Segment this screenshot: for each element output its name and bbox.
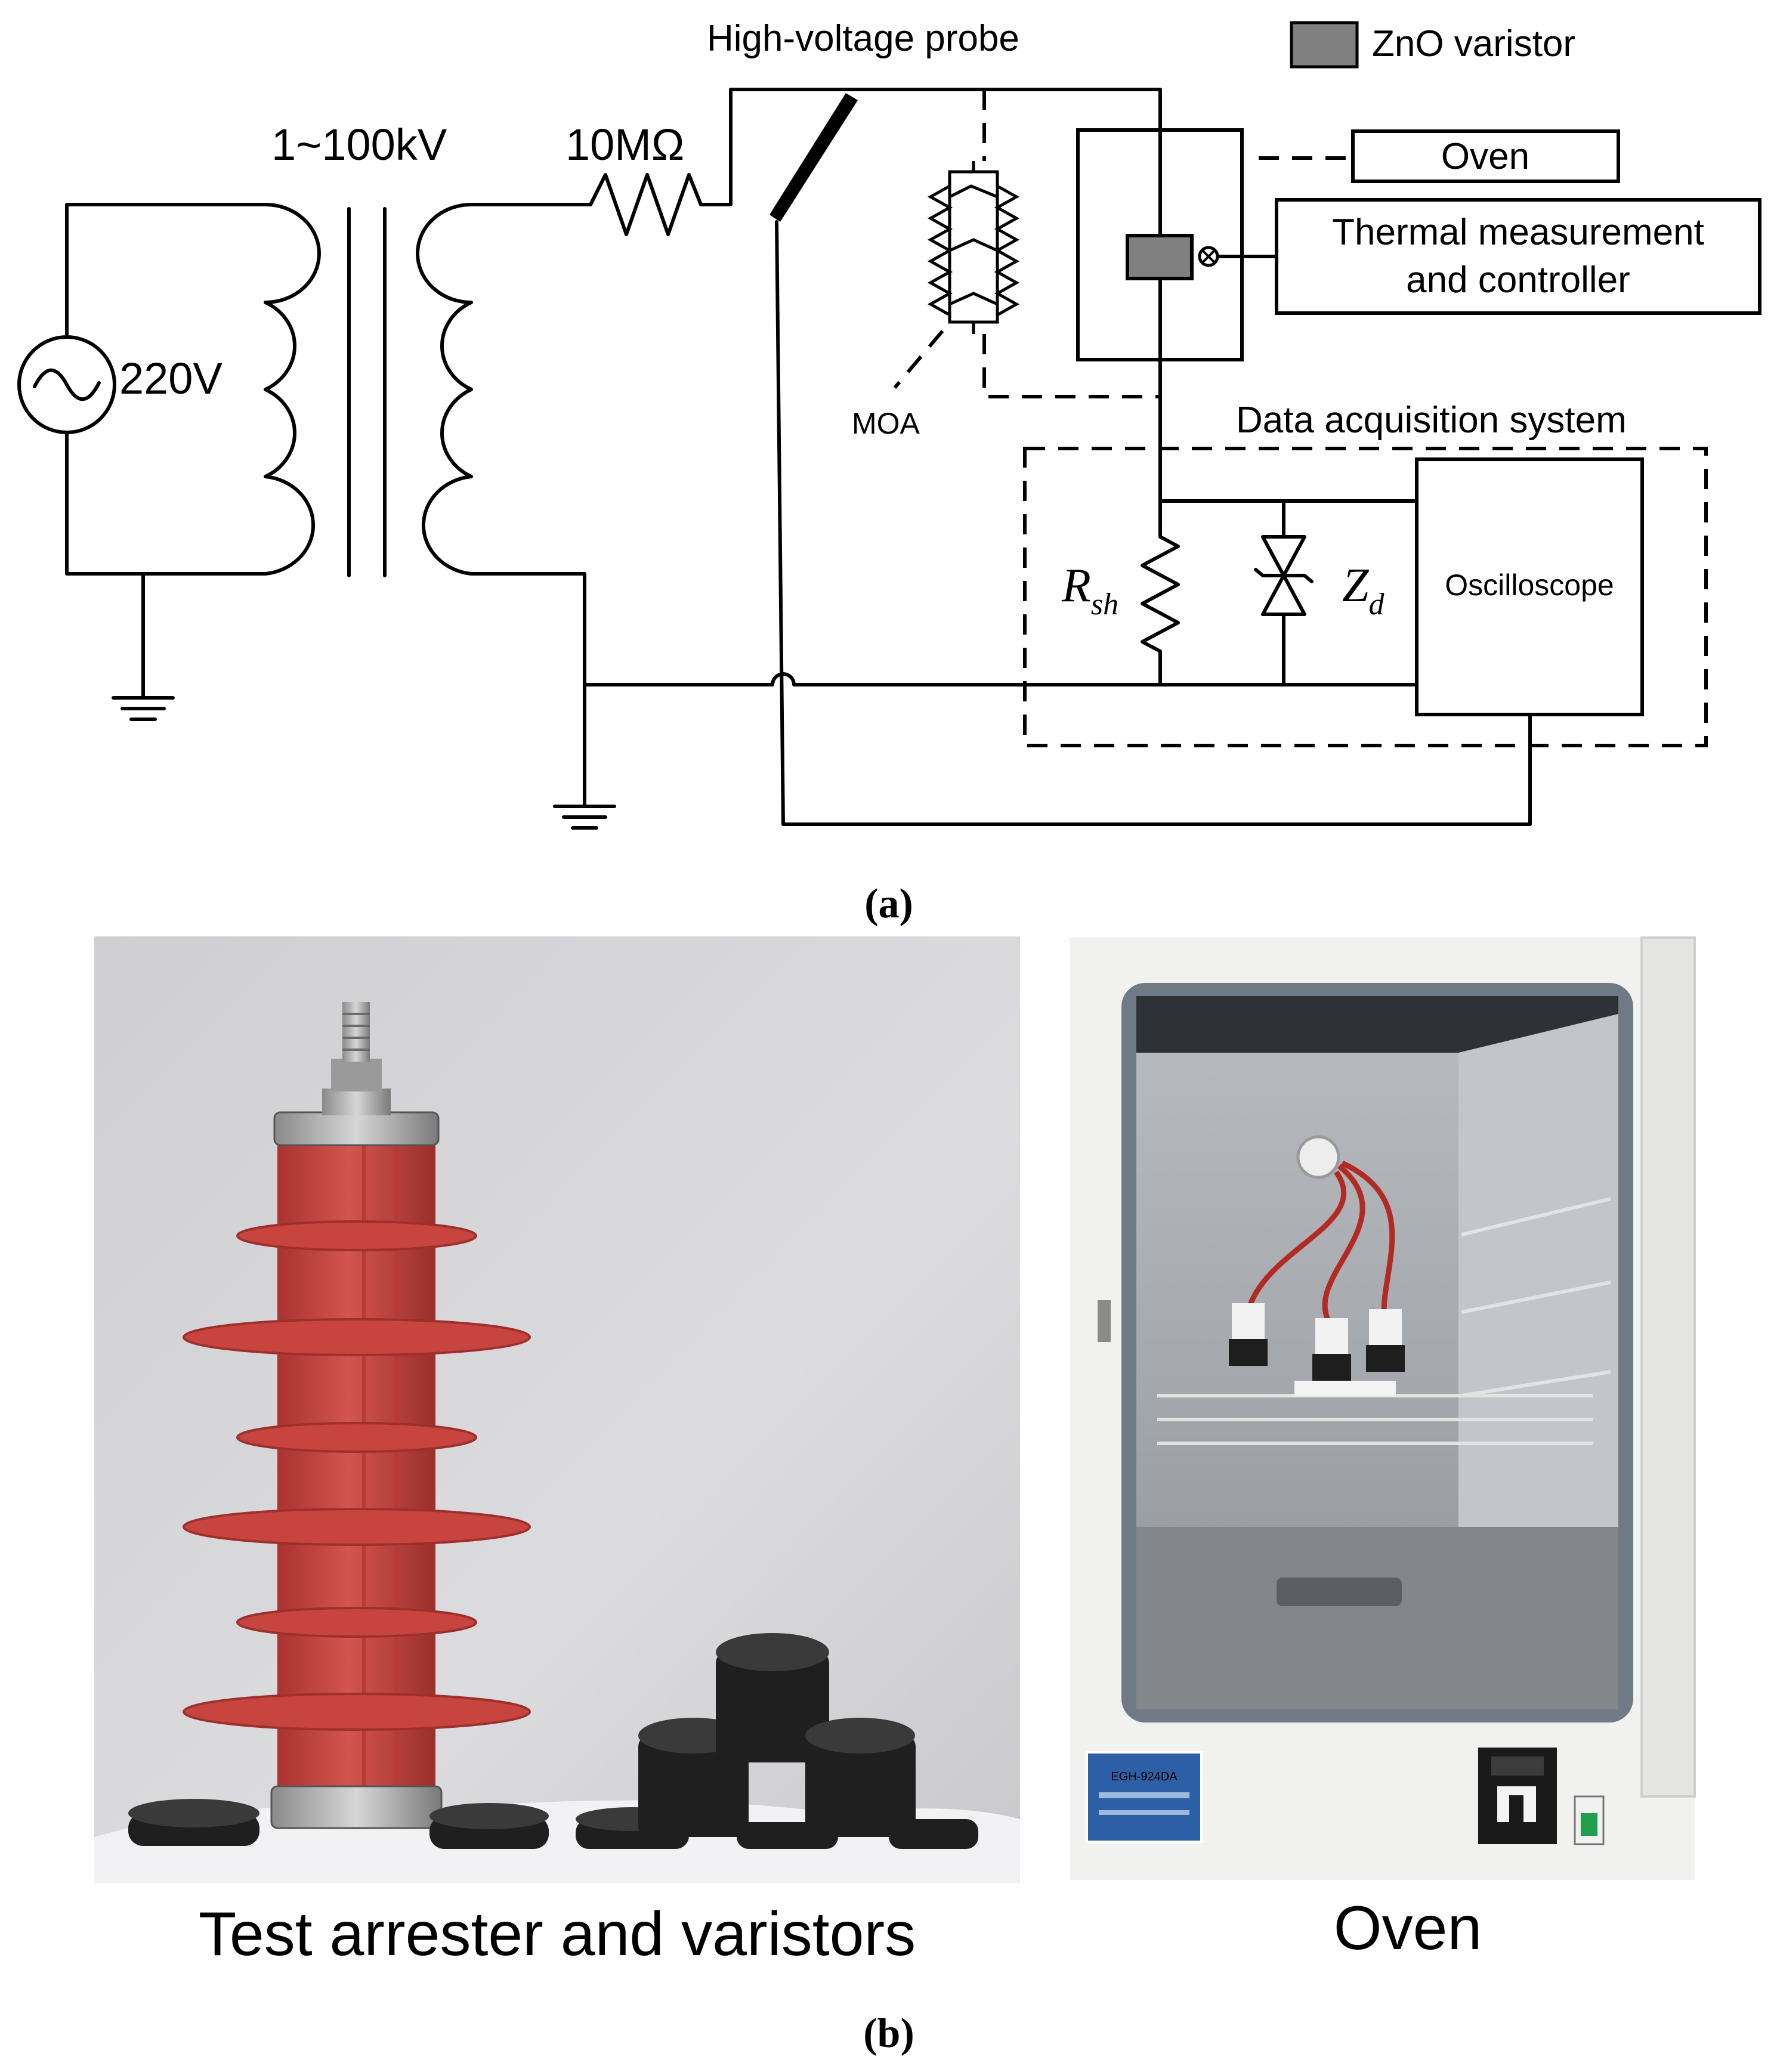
sample-fixtures [1229, 1135, 1405, 1396]
caption-right-photo: Oven [1334, 1894, 1482, 1963]
caption-a: (a) [864, 881, 913, 927]
transformer: 1~100kV [264, 120, 473, 577]
oven-enclosure [1076, 88, 1348, 503]
legend-zno: ZnO varistor [1290, 21, 1575, 69]
arrester-sheds [183, 1220, 531, 1731]
oscilloscope-box [1415, 457, 1644, 716]
photo-oven: EGH-924DA [1070, 936, 1696, 1880]
oven-box: Oven [1351, 129, 1620, 183]
thermal-controller-box: Thermal measurement and controller [1275, 198, 1761, 315]
shunt-resistor-label: Rsh [1061, 559, 1118, 621]
caption-left-photo: Test arrester and varistors [199, 1900, 916, 1969]
oven-control-panel: EGH-924DA [1086, 1748, 1605, 1845]
resistor-10M: 10MΩ [469, 88, 1162, 236]
source-voltage-label: 220V [119, 354, 222, 403]
moa-arrester-symbol: MOA [852, 89, 1160, 440]
daq-label: Data acquisition system [1236, 400, 1627, 441]
oscilloscope-label: Oscilloscope [1445, 568, 1614, 602]
ac-source: 220V [17, 203, 267, 576]
caption-b: (b) [863, 2011, 914, 2056]
transformer-voltage-label: 1~100kV [271, 120, 447, 169]
oven-rack [1157, 1197, 1611, 1445]
oven-model-label: EGH-924DA [1111, 1770, 1178, 1783]
oven-vent [1277, 1578, 1402, 1606]
high-voltage-probe: High-voltage probe [707, 18, 1532, 826]
data-acquisition-system: Data acquisition system Rsh Zd Oscillosc… [1023, 400, 1708, 747]
legend-swatch [1290, 21, 1359, 69]
probe-label: High-voltage probe [707, 18, 1019, 59]
zno-varistor-discs [128, 1633, 978, 1849]
zno-varistor-block [1126, 234, 1194, 280]
thermal-label-line2: and controller [1406, 259, 1630, 301]
moa-label: MOA [852, 407, 920, 440]
resistor-value-label: 10MΩ [565, 120, 684, 169]
zener-diode-label: Zd [1342, 559, 1385, 621]
oven-label: Oven [1441, 136, 1529, 177]
ground-symbol-left [112, 572, 175, 721]
photo-arrester-varistors [94, 936, 1020, 1884]
circuit-diagram: 220V 1~100kV 10MΩ High-vo [17, 18, 1761, 927]
door-latch [1098, 1300, 1111, 1342]
thermal-label-line1: Thermal measurement [1332, 212, 1704, 253]
legend-label: ZnO varistor [1372, 23, 1575, 64]
